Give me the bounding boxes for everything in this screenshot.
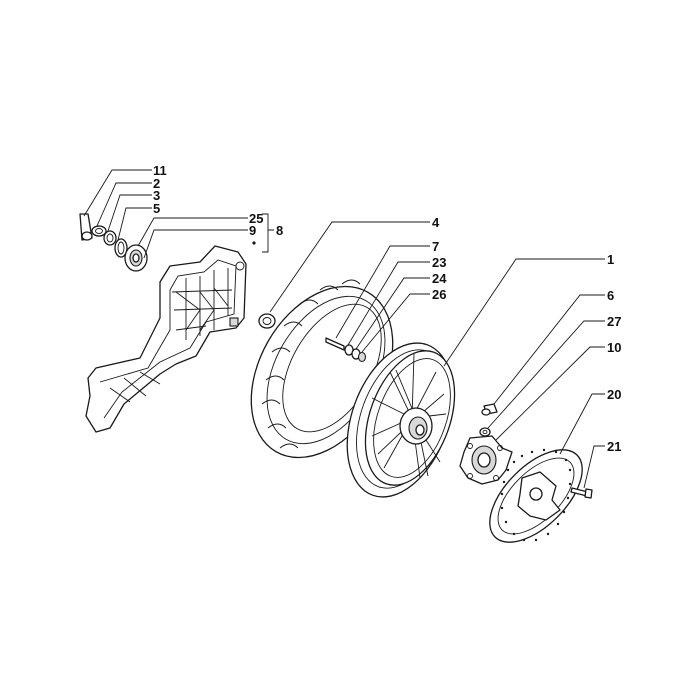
valve-parts [325, 337, 367, 363]
callout-labels: 11 2 3 5 25 9 8 4 7 23 24 26 1 6 27 10 2… [153, 163, 621, 454]
disc-carrier [459, 435, 513, 485]
callout-1: 1 [607, 252, 614, 267]
callout-8: 8 [276, 223, 283, 238]
brake-disc [489, 448, 583, 543]
callout-20: 20 [607, 387, 621, 402]
callout-3: 3 [153, 188, 160, 203]
callout-25: 25 [249, 211, 263, 226]
callout-5: 5 [153, 201, 160, 216]
callout-10: 10 [607, 340, 621, 355]
callout-27: 27 [607, 314, 621, 329]
callout-7: 7 [432, 239, 439, 254]
wheel-spacer [258, 313, 276, 329]
callout-26: 26 [432, 287, 446, 302]
callout-9-dot [252, 241, 256, 245]
axle-parts [79, 213, 148, 272]
callout-6: 6 [607, 288, 614, 303]
wheel-rim [346, 342, 456, 498]
callout-21: 21 [607, 439, 621, 454]
callout-23: 23 [432, 255, 446, 270]
disc-screw [570, 487, 593, 499]
brake-hardware [479, 403, 498, 437]
callout-24: 24 [432, 271, 447, 286]
callout-9: 9 [249, 223, 256, 238]
callout-11: 11 [153, 163, 167, 178]
swing-arm [85, 245, 247, 433]
leader-lines [83, 169, 605, 489]
callout-4: 4 [432, 215, 440, 230]
callout-2: 2 [153, 176, 160, 191]
